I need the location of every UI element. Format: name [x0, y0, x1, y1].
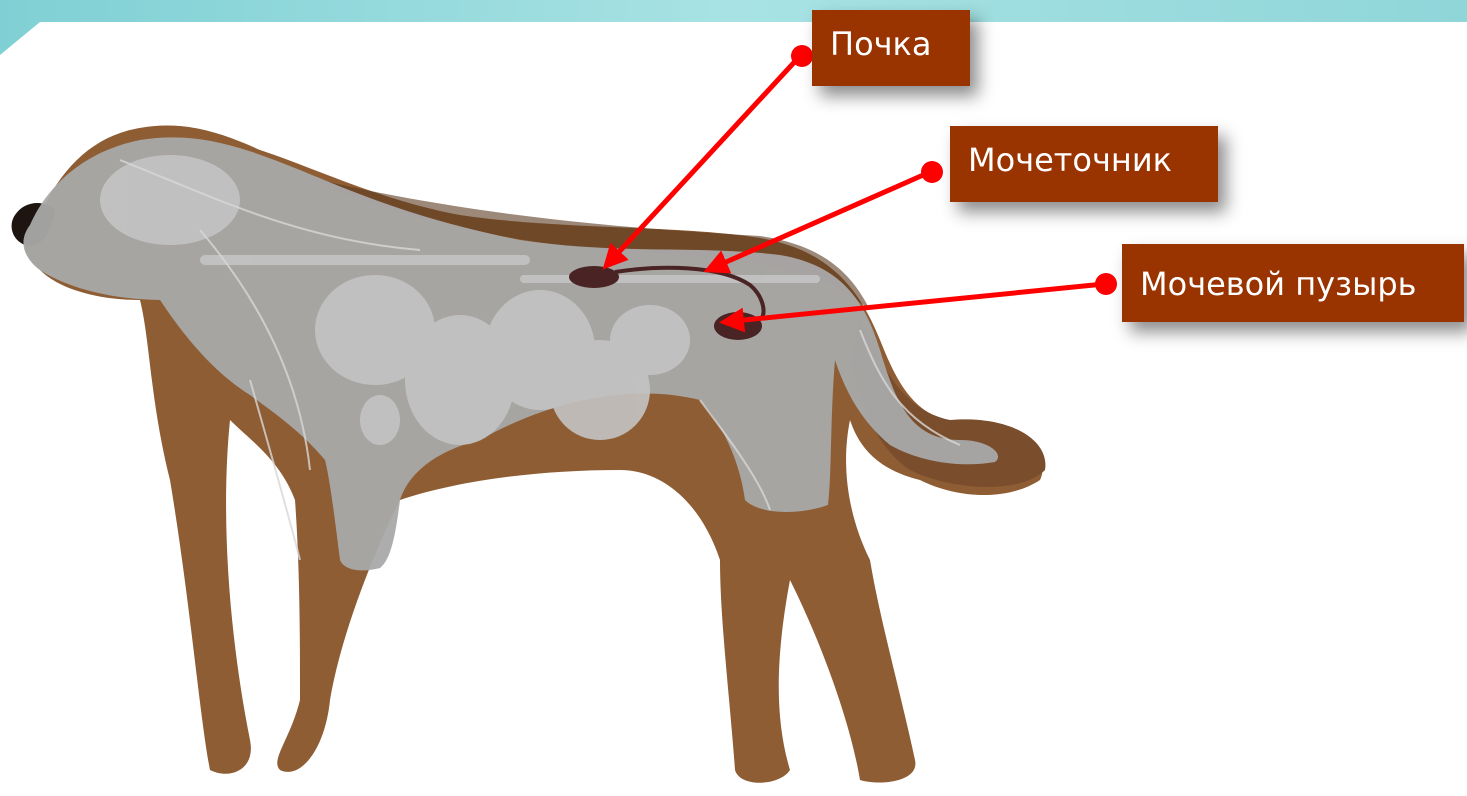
ureter-label: Мочеточник	[950, 126, 1218, 202]
kidney-label-text: Почка	[830, 24, 960, 64]
bladder-label-text: Мочевой пузырь	[1140, 264, 1454, 304]
red-dot-icon	[921, 161, 943, 183]
bladder-label: Мочевой пузырь	[1122, 244, 1464, 322]
ureter-label-text: Мочеточник	[968, 140, 1208, 180]
kidney-label: Почка	[812, 10, 970, 86]
arrow-ureter	[708, 161, 943, 270]
bladder-shape	[714, 312, 762, 340]
red-dot-icon	[1095, 273, 1117, 295]
red-dot-icon	[791, 45, 813, 67]
kidney-shape	[569, 266, 619, 288]
